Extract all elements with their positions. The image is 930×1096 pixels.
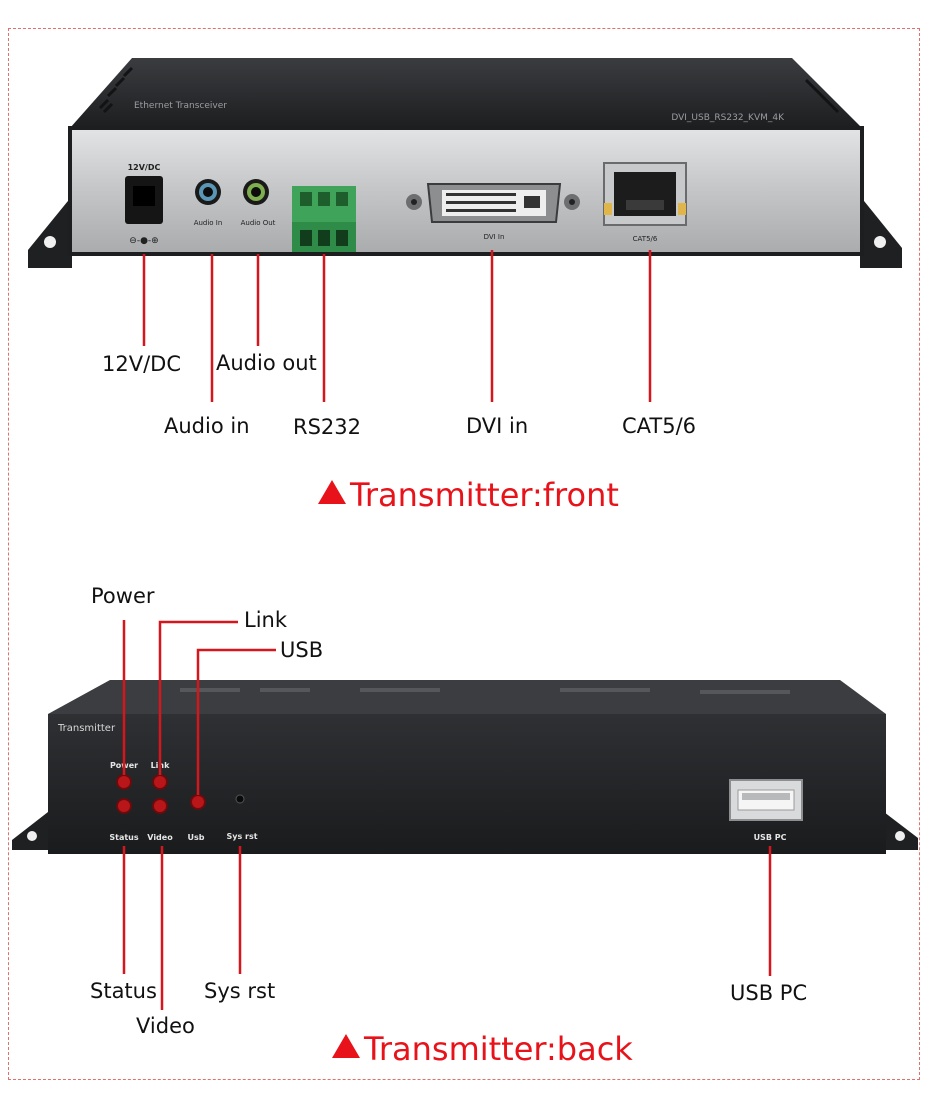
led-video (152, 798, 168, 814)
callout-usb-pc: USB PC (730, 981, 808, 1005)
callout-dvi-in: DVI in (466, 414, 529, 438)
power-jack: 12V/DC ⊖-●-⊕ (125, 163, 163, 246)
callout-usb: USB (280, 638, 324, 662)
callout-line-usb (196, 648, 276, 795)
back-left-ear-hole (27, 831, 37, 841)
sys-rst-button (235, 794, 245, 804)
right-mount-ear (860, 196, 902, 268)
polarity-symbol: ⊖-●-⊕ (129, 236, 158, 246)
left-mount-ear (28, 196, 72, 268)
usb-pc-label: USB PC (754, 833, 787, 842)
callout-rs232: RS232 (293, 415, 362, 439)
back-panel-label: Transmitter (57, 723, 116, 734)
callout-sys-rst: Sys rst (204, 979, 276, 1003)
back-title-text: Transmitter:back (364, 1030, 633, 1068)
back-right-ear-hole (895, 831, 905, 841)
led-status-label: Status (109, 833, 139, 842)
back-top-lid-marks (180, 688, 790, 694)
front-top-right-text: DVI_USB_RS232_KVM_4K (671, 113, 785, 123)
callout-line-link (158, 620, 238, 775)
front-top-left-text: Ethernet Transceiver (134, 101, 227, 111)
led-video-label: Video (147, 833, 173, 842)
front-top-lid (70, 58, 862, 128)
rj45-port: CAT5/6 (603, 162, 687, 243)
sys-rst-label: Sys rst (226, 832, 257, 841)
audio-out-label: Audio Out (241, 219, 276, 227)
usb-port: USB PC (729, 779, 803, 842)
left-mount-hole (44, 236, 56, 248)
led-link (152, 774, 168, 790)
dashed-frame (8, 28, 920, 1080)
callout-cat56: CAT5/6 (622, 414, 697, 438)
audio-out-jack: Audio Out (241, 179, 276, 227)
led-power (116, 774, 132, 790)
dvi-connector: DVI In (406, 183, 580, 241)
callout-power: Power (91, 584, 155, 608)
back-right-ear (884, 812, 918, 850)
callout-link: Link (244, 608, 288, 632)
back-callout-lines (122, 620, 772, 1010)
dvi-label: DVI In (484, 233, 505, 241)
triangle-up-icon (318, 480, 346, 504)
led-usb (190, 794, 206, 810)
back-left-ear (12, 812, 48, 850)
led-usb-label: Usb (188, 833, 205, 842)
audio-in-label: Audio In (194, 219, 223, 227)
callout-audio-in: Audio in (164, 414, 250, 438)
rs232-terminal-block (292, 186, 356, 252)
cat-label: CAT5/6 (633, 235, 658, 243)
audio-in-jack: Audio In (194, 179, 223, 227)
callout-video: Video (136, 1014, 195, 1038)
back-top-lid (48, 680, 886, 714)
front-device: Ethernet Transceiver DVI_USB_RS232_KVM_4… (28, 58, 902, 268)
triangle-up-icon (332, 1034, 360, 1058)
callout-12v-dc: 12V/DC (102, 352, 181, 376)
led-indicators (116, 774, 206, 814)
callout-status: Status (90, 979, 157, 1003)
right-mount-hole (874, 236, 886, 248)
front-callout-lines (142, 250, 652, 402)
front-title-text: Transmitter:front (350, 476, 619, 514)
led-status (116, 798, 132, 814)
power-jack-label: 12V/DC (128, 163, 161, 172)
callout-audio-out: Audio out (216, 351, 317, 375)
front-vent-slots (98, 66, 840, 114)
front-section-title: Transmitter:front (318, 476, 619, 514)
back-section-title: Transmitter:back (332, 1030, 633, 1068)
back-device: Transmitter Power Link Status Video Usb … (12, 680, 918, 854)
